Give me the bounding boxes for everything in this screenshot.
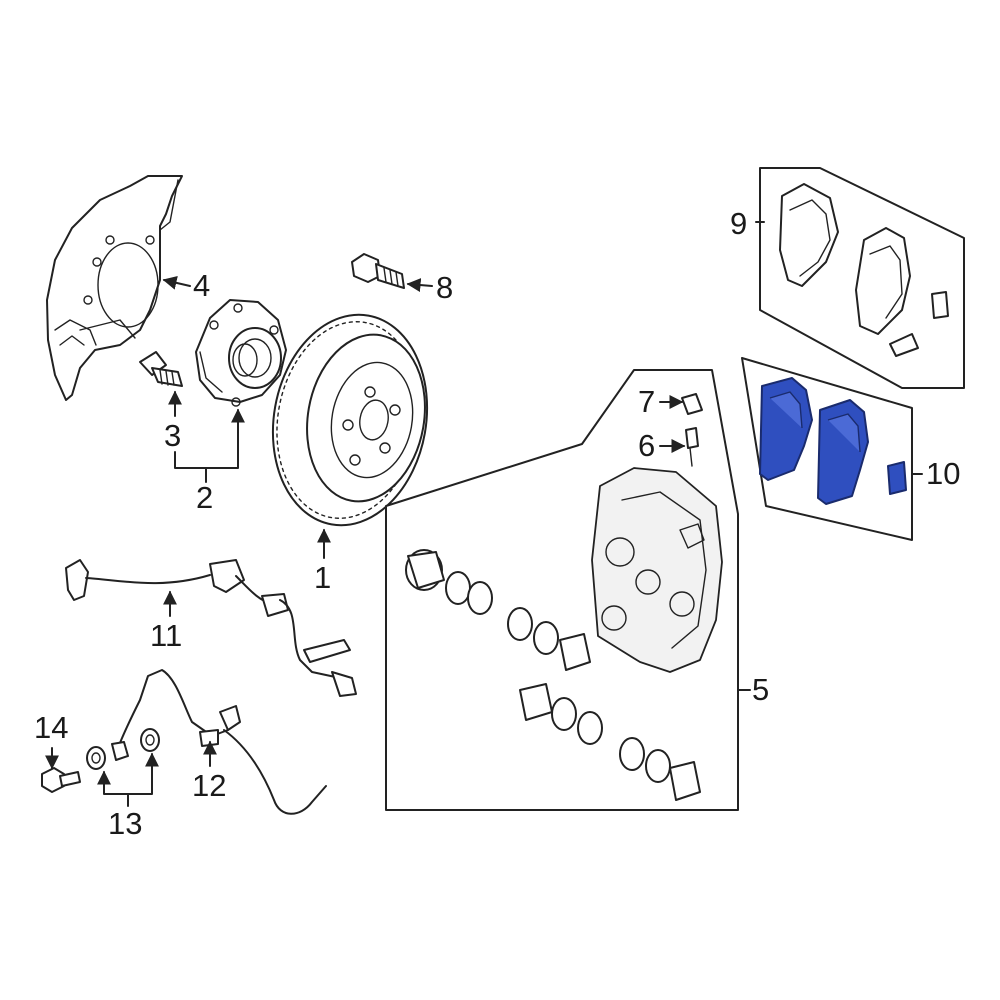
pad-set-box — [741, 357, 913, 541]
brake-rotor — [271, 313, 429, 527]
callout-2: 2 — [196, 480, 213, 515]
hub-bearing — [195, 299, 287, 407]
pad-kit-box — [759, 167, 965, 389]
pad-clip-highlighted — [887, 461, 907, 495]
callout-11: 11 — [150, 618, 182, 653]
hub-bolt — [139, 351, 183, 387]
callout-9: 9 — [730, 206, 747, 241]
caliper-box — [385, 369, 739, 811]
callout-7: 7 — [638, 384, 655, 419]
callout-4: 4 — [193, 268, 210, 303]
callout-labels: 1 2 3 4 5 6 7 8 9 10 11 12 13 14 — [34, 206, 960, 841]
caliper-bolt — [351, 253, 405, 289]
leader-lines — [45, 221, 923, 807]
dust-shield — [46, 175, 183, 401]
callout-5: 5 — [752, 672, 769, 707]
abs-sensor-wire — [65, 559, 357, 697]
callout-3: 3 — [164, 418, 181, 453]
hose-bolt — [41, 767, 81, 793]
hose-washers — [86, 728, 160, 770]
callout-1: 1 — [314, 560, 331, 595]
callout-14: 14 — [34, 710, 68, 745]
callout-12: 12 — [192, 768, 226, 803]
callout-10: 10 — [926, 456, 960, 491]
bleeder-cap — [681, 393, 703, 415]
bleeder-screw — [685, 427, 699, 449]
callout-6: 6 — [638, 428, 655, 463]
callout-13: 13 — [108, 806, 142, 841]
callout-8: 8 — [436, 270, 453, 305]
